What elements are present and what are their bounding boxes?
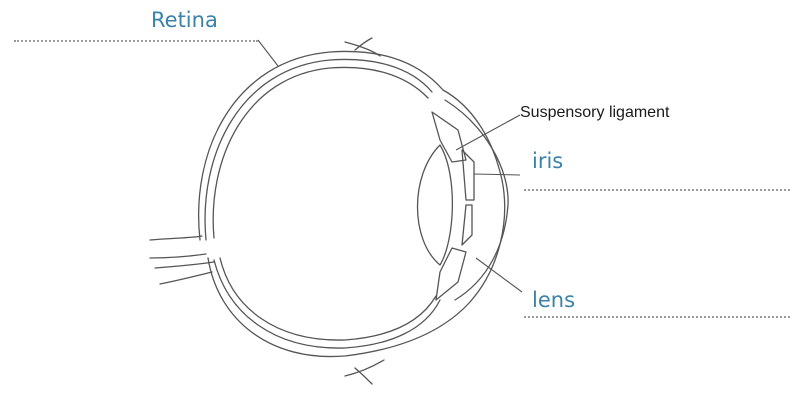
sclera-outline (199, 51, 505, 356)
retina-pointer (258, 40, 278, 66)
suspensory-ligament-label: Suspensory ligament (520, 105, 669, 121)
cornea-outline (445, 100, 508, 300)
lens-answer-line (524, 316, 790, 318)
retina-outline (213, 67, 428, 238)
retina-label: Retina (151, 10, 218, 31)
lens-outline (418, 145, 453, 265)
iris-pointer (474, 174, 520, 175)
muscle-bottom (345, 360, 384, 376)
optic-nerve (150, 236, 202, 240)
choroid-outline (205, 59, 432, 240)
lens-label: lens (532, 290, 575, 311)
iris-label: iris (532, 151, 563, 172)
suspensory-ligament-pointer (456, 115, 520, 150)
iris-upper (432, 112, 466, 162)
iris-lower (436, 248, 466, 300)
retina-answer-line (14, 40, 258, 42)
iris-answer-line (524, 189, 790, 191)
